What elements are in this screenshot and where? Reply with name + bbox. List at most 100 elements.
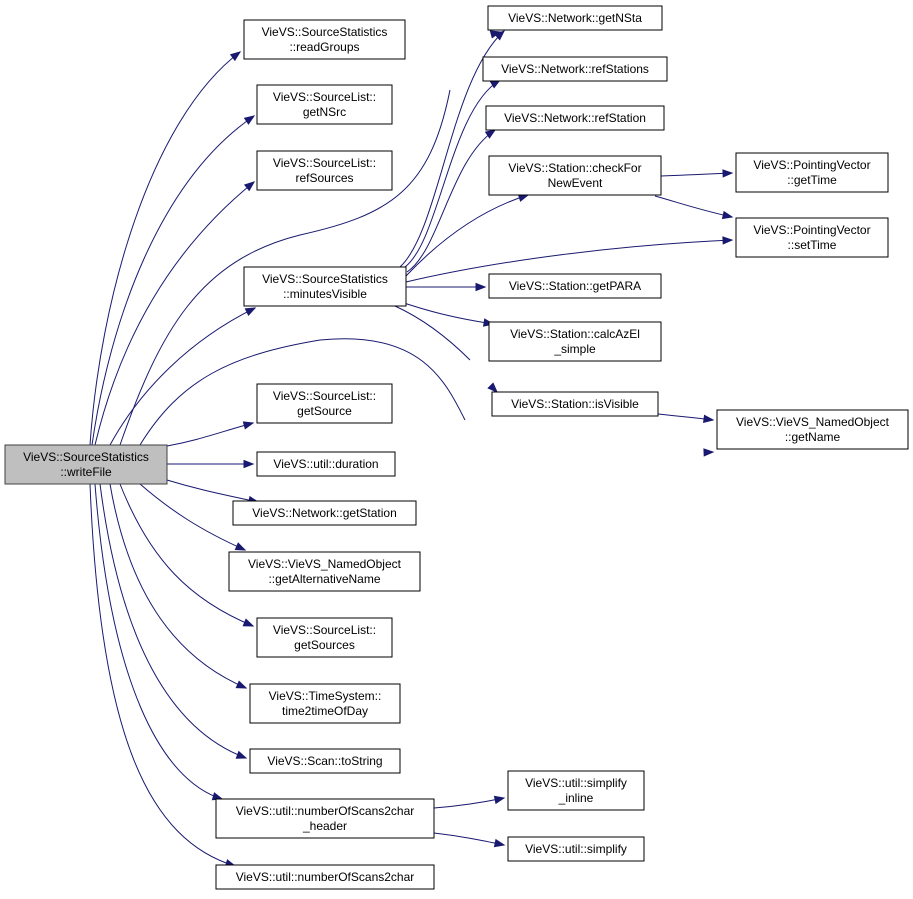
arrowhead-icon bbox=[235, 680, 248, 689]
node-box bbox=[4, 444, 168, 485]
edge-line bbox=[404, 79, 501, 268]
node-box bbox=[228, 551, 421, 592]
node-label: ::getTime bbox=[787, 173, 837, 187]
edge-line bbox=[394, 305, 471, 361]
node-pv_setTime[interactable]: VieVS::PointingVector::setTime bbox=[735, 217, 889, 258]
edge-isVisible-to-getName bbox=[657, 413, 715, 423]
arrowhead-icon bbox=[243, 181, 256, 192]
node-duration[interactable]: VieVS::util::duration bbox=[256, 451, 396, 477]
node-label: VieVS::SourceStatistics bbox=[262, 272, 388, 286]
node-box bbox=[256, 150, 393, 191]
node-box bbox=[488, 321, 662, 362]
arrowhead-icon bbox=[721, 210, 734, 220]
node-getSource[interactable]: VieVS::SourceList::getSource bbox=[256, 383, 393, 424]
node-pv_getTime[interactable]: VieVS::PointingVector::getTime bbox=[735, 152, 889, 193]
node-simplify[interactable]: VieVS::util::simplify bbox=[507, 836, 645, 862]
node-box bbox=[735, 152, 889, 193]
node-label: VieVS::TimeSystem:: bbox=[269, 689, 382, 703]
node-getNSta[interactable]: VieVS::Network::getNSta bbox=[487, 5, 663, 31]
edge-minutesVisible-to-refStation bbox=[406, 129, 497, 273]
node-box bbox=[487, 5, 663, 31]
node-refSources[interactable]: VieVS::SourceList::refSources bbox=[256, 150, 393, 191]
node-box bbox=[507, 836, 645, 862]
node-getAlternativeName[interactable]: VieVS::VieVS_NamedObject::getAlternative… bbox=[228, 551, 421, 592]
edge-writeFile-to-getAlternativeName bbox=[139, 483, 247, 551]
edge-writeFile-to-getSources bbox=[119, 483, 255, 627]
edge-line bbox=[394, 299, 494, 325]
node-getStation[interactable]: VieVS::Network::getStation bbox=[232, 500, 417, 526]
node-getNSrc[interactable]: VieVS::SourceList::getNSrc bbox=[256, 84, 393, 125]
node-numberOfScans2char[interactable]: VieVS::util::numberOfScans2char bbox=[215, 864, 435, 890]
node-isVisible[interactable]: VieVS::Station::isVisible bbox=[491, 391, 659, 417]
node-box bbox=[256, 617, 393, 658]
edge-line bbox=[139, 338, 466, 446]
node-refStation[interactable]: VieVS::Network::refStation bbox=[485, 105, 665, 131]
node-label: _header bbox=[302, 819, 347, 833]
edge-line bbox=[94, 483, 223, 800]
node-label: VieVS::Network::refStation bbox=[504, 111, 646, 125]
node-label: ::minutesVisible bbox=[283, 287, 367, 301]
arrowhead-icon bbox=[234, 542, 247, 551]
arrowhead-icon bbox=[235, 750, 248, 759]
node-box bbox=[243, 266, 407, 307]
node-label: getSources bbox=[294, 638, 355, 652]
node-label: VieVS::Station::calcAzEl bbox=[510, 327, 640, 341]
arrowhead-icon bbox=[484, 129, 497, 139]
node-label: ::writeFile bbox=[60, 465, 112, 479]
arrowhead-icon bbox=[243, 115, 256, 125]
node-label: getSource bbox=[297, 404, 352, 418]
node-box bbox=[256, 451, 396, 477]
node-box bbox=[488, 273, 662, 299]
edge-writeFile-to-getStation bbox=[166, 479, 260, 505]
node-calcAzEl_simple[interactable]: VieVS::Station::calcAzEl_simple bbox=[488, 321, 662, 362]
node-time2timeOfDay[interactable]: VieVS::TimeSystem::time2timeOfDay bbox=[249, 683, 401, 724]
node-label: _simple bbox=[553, 342, 596, 356]
node-numberOfScans2char_header[interactable]: VieVS::util::numberOfScans2char_header bbox=[215, 798, 435, 839]
arrowhead-icon bbox=[494, 30, 506, 41]
edge-line bbox=[660, 172, 733, 177]
node-label: VieVS::VieVS_NamedObject bbox=[248, 557, 402, 571]
edge-line bbox=[166, 479, 259, 503]
node-label: VieVS::Network::getStation bbox=[252, 506, 397, 520]
node-writeFile[interactable]: VieVS::SourceStatistics::writeFile bbox=[4, 444, 168, 485]
arrowhead-icon bbox=[703, 414, 715, 423]
edge-writeFile-to-numberOfScans2char_header bbox=[94, 483, 224, 801]
edge-line bbox=[166, 422, 254, 447]
node-refStations[interactable]: VieVS::Network::refStations bbox=[482, 56, 668, 82]
edge-line bbox=[399, 30, 505, 268]
node-label: VieVS::Station::getPARA bbox=[509, 279, 641, 293]
node-label: VieVS::SourceList:: bbox=[273, 156, 376, 170]
edge-writeFile-to-toString bbox=[99, 483, 248, 759]
edge-line bbox=[89, 483, 236, 867]
arrowhead-icon bbox=[475, 282, 487, 292]
node-minutesVisible[interactable]: VieVS::SourceStatistics::minutesVisible bbox=[243, 266, 407, 307]
edge-line bbox=[139, 483, 246, 551]
node-getSources[interactable]: VieVS::SourceList::getSources bbox=[256, 617, 393, 658]
node-label: VieVS::Station::checkFor bbox=[508, 161, 641, 175]
node-label: NewEvent bbox=[548, 176, 603, 190]
node-getPARA[interactable]: VieVS::Station::getPARA bbox=[488, 273, 662, 299]
node-label: getNSrc bbox=[303, 105, 346, 119]
node-getName[interactable]: VieVS::VieVS_NamedObject::getName bbox=[716, 409, 909, 450]
call-nodes: VieVS::SourceStatistics::writeFileVieVS:… bbox=[4, 5, 909, 890]
node-label: VieVS::Network::refStations bbox=[501, 62, 649, 76]
node-label: _inline bbox=[558, 791, 594, 805]
node-label: ::getAlternativeName bbox=[268, 572, 380, 586]
node-label: VieVS::util::simplify bbox=[525, 842, 627, 856]
edge-line bbox=[94, 181, 255, 446]
node-toString[interactable]: VieVS::Scan::toString bbox=[249, 748, 401, 774]
node-label: VieVS::PointingVector bbox=[753, 223, 870, 237]
arrowhead-icon bbox=[703, 448, 715, 457]
edge-writeFile-to-readGroups bbox=[89, 51, 242, 446]
node-box bbox=[735, 217, 889, 258]
arrowhead-icon bbox=[487, 382, 498, 393]
node-readGroups[interactable]: VieVS::SourceStatistics::readGroups bbox=[243, 19, 406, 60]
node-simplify_inline[interactable]: VieVS::util::simplify_inline bbox=[507, 770, 645, 811]
edge-line bbox=[406, 129, 496, 273]
node-label: VieVS::util::numberOfScans2char bbox=[236, 804, 415, 818]
node-box bbox=[256, 84, 393, 125]
node-label: time2timeOfDay bbox=[282, 704, 368, 718]
edge-writeFile-to-getName bbox=[139, 338, 715, 457]
node-label: ::getName bbox=[785, 430, 841, 444]
